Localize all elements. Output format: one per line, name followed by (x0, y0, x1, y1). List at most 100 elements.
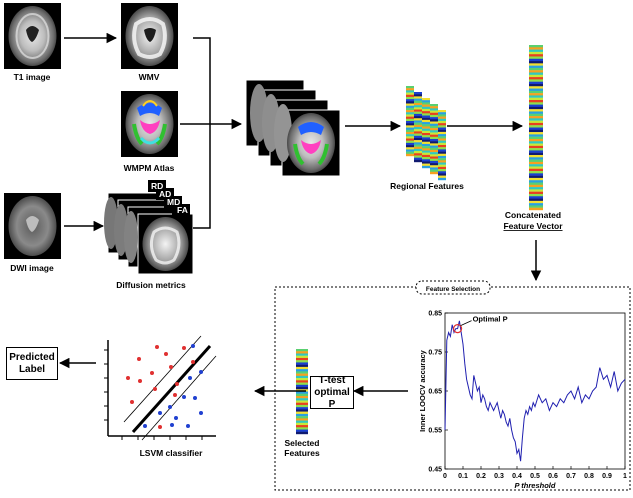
regional-features-label: Regional Features (390, 181, 464, 191)
feature-color-band (529, 90, 543, 94)
feature-color-band (430, 169, 438, 173)
feature-color-band (529, 134, 543, 137)
feature-color-band (430, 143, 438, 146)
feature-color-band (406, 99, 414, 102)
feature-color-band (529, 83, 543, 87)
feature-selection-title: Feature Selection (426, 286, 480, 293)
feature-color-band (529, 70, 543, 73)
feature-color-band (529, 200, 543, 204)
feature-color-band (296, 416, 308, 419)
feature-color-band (406, 142, 414, 146)
predicted-label-line2: Label (18, 363, 46, 375)
feature-color-band (296, 393, 308, 397)
feature-color-band (529, 97, 543, 101)
y-tick-label: 0.85 (428, 311, 442, 318)
feature-color-band (430, 163, 438, 166)
feature-color-band (529, 65, 543, 69)
ttest-optimal-p-box: T-test optimal P (310, 374, 354, 410)
feature-color-band (422, 122, 430, 125)
feature-color-band (430, 171, 438, 175)
feature-color-band (406, 121, 414, 124)
feature-color-band (296, 400, 308, 403)
feature-color-band (414, 109, 422, 112)
feature-color-band (430, 141, 438, 144)
feature-color-band (438, 169, 446, 172)
feature-color-band (529, 184, 543, 188)
feature-color-band (296, 407, 308, 410)
y-tick-label: 0.75 (428, 350, 442, 357)
feature-color-band (414, 151, 422, 154)
feature-color-band (406, 153, 414, 157)
feature-color-band (406, 110, 414, 113)
x-tick-label: 0.2 (476, 473, 486, 480)
feature-selection-title-pill (415, 280, 491, 295)
x-tick-label: 0.3 (494, 473, 504, 480)
feature-color-band (296, 351, 308, 354)
feature-color-band (430, 104, 438, 107)
feature-color-band (430, 158, 438, 162)
feature-color-band (414, 98, 422, 101)
feature-color-band (438, 166, 446, 170)
feature-color-band (296, 404, 308, 408)
feature-color-band (296, 391, 308, 394)
x-tick-label: 0.9 (602, 473, 612, 480)
feature-color-band (296, 382, 308, 385)
feature-color-band (529, 180, 543, 183)
feature-color-band (430, 130, 438, 133)
feature-color-band (422, 133, 430, 136)
feature-color-band (414, 111, 422, 115)
feature-color-band (529, 150, 543, 153)
feature-color-band (422, 130, 430, 134)
feature-color-band (529, 138, 543, 142)
feature-color-band (296, 375, 308, 379)
feature-color-band (438, 153, 446, 157)
selected-features-label-line2: Features (284, 448, 320, 458)
feature-color-band (406, 105, 414, 109)
feature-color-band (529, 61, 543, 64)
feature-color-band (296, 353, 308, 356)
svm-hyperplane (131, 344, 212, 434)
feature-color-band (414, 107, 422, 110)
feature-color-band (422, 139, 430, 142)
feature-color-band (529, 198, 543, 202)
x-tick-label: 0.7 (566, 473, 576, 480)
feature-color-band (414, 127, 422, 130)
t1-brain-image (4, 3, 61, 69)
feature-color-band (529, 129, 543, 133)
feature-color-band (406, 138, 414, 141)
feature-color-band (438, 118, 446, 122)
feature-color-band (414, 153, 422, 156)
feature-color-band (529, 164, 543, 167)
feature-color-band (529, 120, 543, 124)
feature-color-band (529, 109, 543, 112)
feature-color-band (430, 117, 438, 120)
feature-color-band (529, 193, 543, 197)
lsvm-scatter-plot (104, 335, 217, 441)
feature-color-band (430, 114, 438, 118)
x-axis-label: P threshold (515, 481, 556, 490)
feature-color-band (529, 116, 543, 119)
feature-color-band (296, 420, 308, 424)
feature-color-band (406, 103, 414, 106)
diffusion-metrics-label: Diffusion metrics (116, 280, 186, 290)
feature-color-band (406, 145, 414, 148)
ttest-label-line1: T-test (318, 374, 346, 386)
feature-color-band (422, 163, 430, 167)
feature-color-band (438, 120, 446, 124)
feature-color-band (296, 411, 308, 415)
feature-color-band (296, 395, 308, 399)
t1-image-label: T1 image (14, 72, 51, 82)
feature-color-band (406, 101, 414, 104)
feature-color-band (296, 387, 308, 390)
feature-color-band (529, 177, 543, 181)
feature-color-band (430, 112, 438, 116)
feature-color-band (406, 140, 414, 144)
feature-color-band (414, 124, 422, 128)
feature-color-band (422, 159, 430, 162)
feature-color-band (529, 104, 543, 108)
feature-color-band (529, 141, 543, 144)
feature-color-band (430, 165, 438, 168)
feature-color-band (422, 119, 430, 123)
selected-features-label-line1: Selected (285, 438, 320, 448)
